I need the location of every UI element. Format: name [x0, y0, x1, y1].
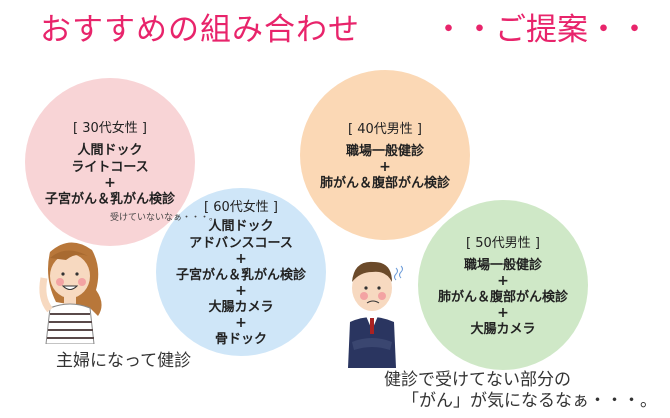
plan-heading: [ 40代男性 ] [348, 122, 422, 137]
page-title: おすすめの組み合わせ [40, 12, 360, 48]
plus-sign: + [235, 315, 247, 331]
plan-line: 人間ドック [77, 142, 143, 158]
plan-heading: [ 50代男性 ] [466, 236, 540, 251]
plan-men-50s: [ 50代男性 ] 職場一般健診 + 肺がん＆腹部がん検診 + 大腸カメラ [418, 200, 588, 370]
plan-line: 子宮がん＆乳がん検診 [175, 268, 306, 283]
plan-line: 骨ドック [214, 332, 267, 347]
page-subtitle: ・・ご提案・・ [433, 12, 650, 48]
man-illustration [348, 261, 403, 368]
plan-line: ライトコース [71, 159, 149, 175]
plus-sign: + [104, 174, 116, 191]
plan-line: 人間ドック [208, 219, 274, 234]
plus-sign: + [497, 305, 509, 321]
plan-line: 職場一般健診 [345, 144, 424, 159]
plan-heading: [ 30代女性 ] [73, 120, 147, 136]
plan-women-60s: [ 60代女性 ] 人間ドック アドバンスコース + 子宮がん＆乳がん検診 + … [156, 188, 326, 356]
man-caption: 健診で受けてない部分の 「がん」が気になるなぁ・・・。 [384, 370, 657, 412]
plan-line: 大腸カメラ [470, 322, 536, 337]
plus-sign: + [497, 273, 509, 289]
plan-line: 肺がん＆腹部がん検診 [319, 176, 450, 191]
plus-sign: + [235, 283, 247, 299]
plan-line: 職場一般健診 [463, 258, 542, 273]
woman-illustration [39, 242, 102, 344]
man-caption-line: 「がん」が気になるなぁ・・・。 [402, 391, 657, 411]
woman-aside-text: 受けていないなぁ・・・。 [110, 213, 219, 223]
plan-line: 肺がん＆腹部がん検診 [437, 290, 568, 305]
man-caption-line: 健診で受けてない部分の [384, 370, 571, 390]
plan-line: 大腸カメラ [208, 300, 274, 315]
plus-sign: + [235, 251, 247, 267]
plan-women-30s: [ 30代女性 ] 人間ドック ライトコース + 子宮がん＆乳がん検診 [25, 78, 195, 246]
plan-line: アドバンスコース [189, 236, 293, 251]
plan-heading: [ 60代女性 ] [204, 200, 278, 215]
woman-caption: 主婦になって健診 [56, 351, 192, 371]
plan-line: 子宮がん＆乳がん検診 [44, 191, 175, 207]
plan-men-40s: [ 40代男性 ] 職場一般健診 + 肺がん＆腹部がん検診 [300, 70, 470, 240]
plus-sign: + [379, 159, 391, 175]
